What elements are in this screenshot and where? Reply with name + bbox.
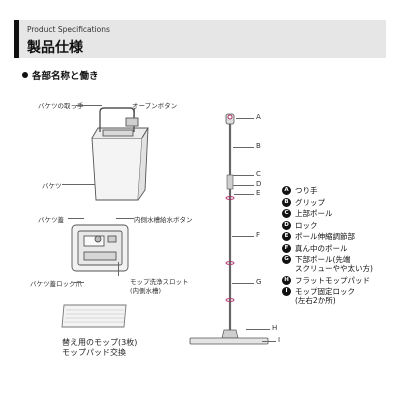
mop-point-e: E (256, 189, 261, 197)
legend-text: ロック (295, 220, 318, 230)
bucket-handle-label: バケツの取っ手 (38, 102, 84, 110)
pad-caption-line-1: 替え用のモップ(3枚) (62, 338, 138, 347)
legend-text: ポール伸縮調節部 (295, 232, 355, 241)
mop-point-c: C (256, 170, 261, 178)
leader-line (118, 262, 119, 276)
parts-section-title: 各部名称と働き (22, 68, 99, 82)
leader-line (232, 283, 254, 284)
lid-lock-label: バケツ蓋ロック爪 (30, 280, 82, 288)
open-button-label: オープンボタン (132, 102, 178, 110)
leader-line (233, 185, 254, 186)
leader-line (68, 218, 84, 219)
leader-line (246, 329, 270, 330)
header-accent-bar (14, 20, 19, 58)
mop-point-a: A (256, 113, 261, 121)
legend-item: B グリップ (282, 197, 373, 207)
leader-line (134, 108, 135, 118)
legend-item: F 真ん中のポール (282, 243, 373, 253)
legend-badge: I (282, 287, 291, 296)
mop-point-g: G (256, 278, 262, 286)
legend-item: I モップ固定ロック(左右2か所) (282, 287, 373, 305)
bucket-drawing (91, 107, 149, 201)
legend-badge: D (282, 220, 291, 230)
mop-drawing (189, 113, 269, 345)
bucket-label: バケツ (42, 182, 62, 190)
legend-badge: A (282, 186, 291, 195)
mop-point-f: F (256, 231, 261, 239)
legend-badge: H (282, 275, 291, 285)
mop-point-i: I (278, 336, 281, 344)
legend-badge: F (282, 243, 291, 253)
header-title-ja: 製品仕様 (27, 40, 83, 56)
leader-line (236, 118, 254, 119)
legend-text-cont: (左右2か所) (295, 296, 336, 305)
legend-badge: B (282, 197, 291, 207)
leader-line (74, 282, 84, 283)
wash-slot-sublabel: (内側水槽) (130, 287, 162, 295)
mop-point-h: H (272, 324, 278, 332)
lid-drawing (71, 224, 129, 272)
legend-text: グリップ (295, 197, 325, 207)
legend-text-cont: スクリューやや太い方) (295, 264, 373, 273)
legend-text: つり手 (295, 186, 318, 195)
legend-item: G 下部ポール(先端スクリューやや太い方) (282, 255, 373, 273)
pad-drawing (61, 304, 127, 328)
leader-line (262, 341, 276, 342)
legend-item: E ポール伸縮調節部 (282, 232, 373, 241)
mop-point-b: B (256, 142, 261, 150)
pad-caption-line-2: モップパッド交換 (62, 348, 126, 357)
legend-text: 上部ポール (295, 209, 333, 218)
legend-text: 真ん中のポール (295, 243, 348, 253)
legend-badge: C (282, 209, 291, 218)
mop-point-d: D (256, 180, 262, 188)
legend-text: モップ固定ロック (295, 287, 355, 296)
legend-item: H フラットモップパッド (282, 275, 373, 285)
bullet-icon (22, 72, 28, 78)
leader-line (232, 236, 254, 237)
parts-legend: A つり手 B グリップ C 上部ポール D ロック E ポール伸縮調節部 F 真ん中のポー… (282, 186, 373, 308)
leader-line (233, 175, 254, 176)
leader-line (233, 147, 254, 148)
leader-line (234, 194, 254, 195)
pad-caption: 替え用のモップ(3枚) モップパッド交換 (62, 338, 137, 358)
legend-text: 下部ポール(先端 (295, 255, 351, 264)
refill-button-label: 内側水槽給水ボタン (134, 216, 193, 224)
section-header: Product Specifications 製品仕様 (14, 20, 386, 58)
lid-label: バケツ蓋 (38, 216, 64, 224)
wash-slot-label: モップ洗浄スロット (130, 278, 189, 286)
legend-item: A つり手 (282, 186, 373, 195)
legend-item: D ロック (282, 220, 373, 230)
legend-text: フラットモップパッド (295, 275, 370, 285)
header-title-en: Product Specifications (27, 25, 110, 34)
legend-item: C 上部ポール (282, 209, 373, 218)
leader-line (76, 105, 102, 106)
legend-badge: E (282, 232, 291, 241)
leader-line (116, 218, 134, 219)
parts-section-label: 各部名称と働き (32, 71, 99, 82)
leader-line (62, 184, 95, 185)
legend-badge: G (282, 255, 291, 264)
